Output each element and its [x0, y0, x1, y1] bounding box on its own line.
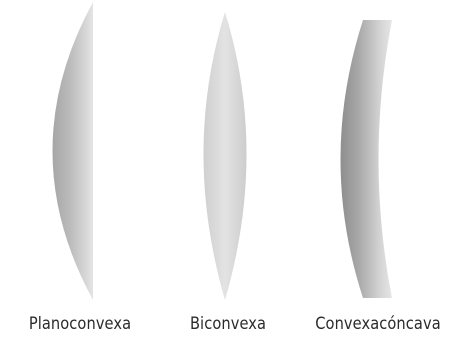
- planoconvex-lens-shape: [53, 2, 94, 300]
- biconvex-label: Biconvexa: [190, 314, 266, 334]
- convex-concave-label: Convexacóncava: [315, 314, 440, 334]
- convex-concave-lens-shape: [341, 20, 393, 298]
- planoconvex-label: Planoconvexa: [29, 314, 131, 334]
- biconvex-lens-shape: [204, 12, 247, 300]
